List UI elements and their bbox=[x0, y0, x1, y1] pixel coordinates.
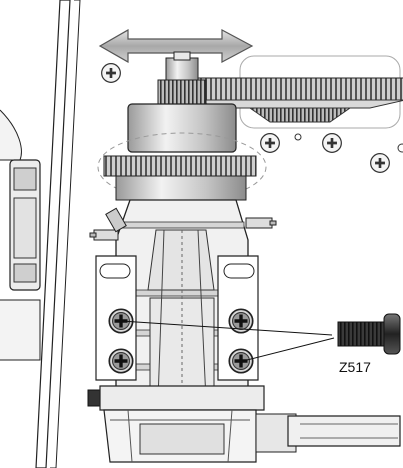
clutch-housing bbox=[97, 103, 267, 202]
part-number-label: Z517 bbox=[339, 359, 371, 375]
fuel-nipple bbox=[245, 217, 277, 229]
exhaust-pipe bbox=[255, 413, 401, 453]
plate-screw-icon bbox=[322, 133, 342, 153]
side-connector bbox=[9, 159, 41, 291]
plate-screw-icon bbox=[260, 133, 280, 153]
engine-block bbox=[115, 199, 249, 401]
plate-screw-icon bbox=[370, 153, 390, 173]
fuel-nipple bbox=[89, 207, 127, 241]
pinion-gear bbox=[157, 51, 207, 105]
plate-screw-icon bbox=[101, 63, 121, 83]
plate-hole bbox=[294, 133, 302, 141]
mount-screw-icon bbox=[228, 348, 254, 374]
screw-part-icon bbox=[337, 313, 401, 355]
mount-screw-icon bbox=[108, 348, 134, 374]
callout-leader-lines bbox=[121, 320, 335, 362]
plate-hole bbox=[397, 143, 403, 153]
movement-arrow-icon bbox=[98, 28, 254, 64]
chassis-frame bbox=[0, 0, 81, 468]
crankcase-base bbox=[87, 385, 265, 463]
